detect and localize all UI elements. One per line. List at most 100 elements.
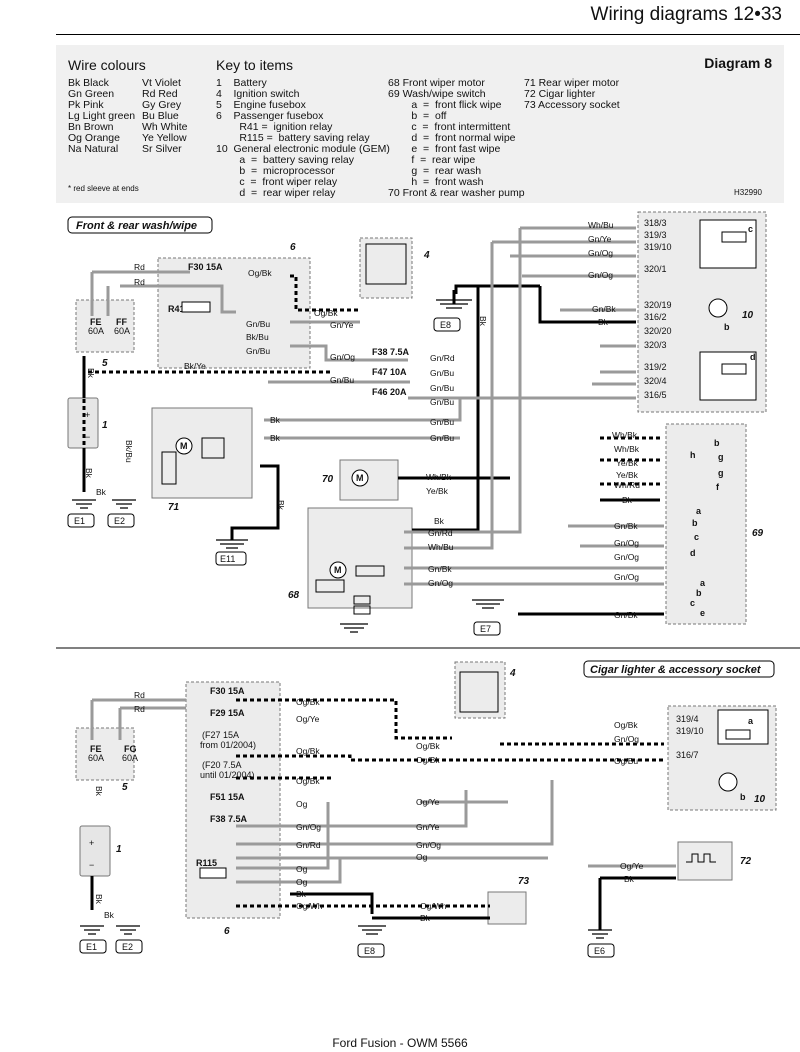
svg-text:F30 15A: F30 15A xyxy=(188,262,223,272)
header-rule xyxy=(56,34,800,35)
wash-wipe-switch-69 xyxy=(665,423,747,625)
section-1-label: Front & rear wash/wipe xyxy=(67,216,213,234)
svg-text:6: 6 xyxy=(290,242,296,253)
svg-text:Bk: Bk xyxy=(96,487,107,497)
svg-text:Gn/Bu: Gn/Bu xyxy=(430,433,454,443)
svg-text:60A: 60A xyxy=(88,326,104,336)
diagram-number: Diagram 8 xyxy=(704,55,772,71)
wires-dashed xyxy=(82,274,664,908)
svg-text:Og: Og xyxy=(296,864,308,874)
svg-text:Wh/Bu: Wh/Bu xyxy=(588,220,614,230)
svg-text:b: b xyxy=(724,322,730,332)
key-list-2: 68 Front wiper motor 69 Wash/wipe switch… xyxy=(388,77,525,199)
svg-text:a: a xyxy=(700,578,706,588)
ground-points xyxy=(72,299,612,939)
svg-text:g: g xyxy=(718,452,724,462)
svg-text:F38 7.5A: F38 7.5A xyxy=(372,347,410,357)
svg-text:71: 71 xyxy=(168,502,180,513)
svg-text:Gn/Ye: Gn/Ye xyxy=(588,234,612,244)
key-list-3: 71 Rear wiper motor 72 Cigar lighter 73 … xyxy=(524,77,620,111)
svg-text:Gn/Rd: Gn/Rd xyxy=(428,528,453,538)
svg-text:Wh/Bk: Wh/Bk xyxy=(614,444,640,454)
svg-text:c: c xyxy=(748,224,753,234)
cigar-lighter-72 xyxy=(677,841,733,881)
svg-text:10: 10 xyxy=(742,310,754,321)
key-title: Key to items xyxy=(216,57,294,73)
svg-text:Rd: Rd xyxy=(134,704,145,714)
svg-text:(F27 15A: (F27 15A xyxy=(202,730,239,740)
svg-text:320/1: 320/1 xyxy=(644,264,667,274)
wire-colours-list-2: Vt Violet Rd Red Gy Grey Bu Blue Wh Whit… xyxy=(142,77,188,155)
svg-text:E8: E8 xyxy=(364,946,375,956)
svg-text:319/10: 319/10 xyxy=(676,726,704,736)
svg-text:Bk: Bk xyxy=(94,894,104,905)
svg-text:Og: Og xyxy=(416,852,428,862)
ignition-switch-4b xyxy=(454,661,506,719)
svg-text:1: 1 xyxy=(116,844,122,855)
svg-text:f: f xyxy=(716,482,720,492)
svg-text:d: d xyxy=(690,548,696,558)
passenger-fusebox-6b xyxy=(185,681,281,919)
svg-text:c: c xyxy=(690,598,695,608)
svg-text:Gn/Ye: Gn/Ye xyxy=(330,320,354,330)
svg-text:F30 15A: F30 15A xyxy=(210,686,245,696)
svg-text:F51 15A: F51 15A xyxy=(210,792,245,802)
svg-text:Bk: Bk xyxy=(104,910,115,920)
svg-text:Gn/Og: Gn/Og xyxy=(614,538,639,548)
svg-text:e: e xyxy=(700,608,705,618)
svg-text:Gn/Bu: Gn/Bu xyxy=(430,368,454,378)
svg-text:Bk: Bk xyxy=(296,889,307,899)
svg-text:Gn/Bu: Gn/Bu xyxy=(330,375,354,385)
svg-text:Og/Bk: Og/Bk xyxy=(416,741,440,751)
svg-text:Gn/Og: Gn/Og xyxy=(416,840,441,850)
svg-text:d: d xyxy=(750,352,756,362)
page-footer: Ford Fusion - OWM 5566 xyxy=(332,1036,468,1050)
svg-text:60A: 60A xyxy=(88,753,104,763)
svg-text:Gn/Og: Gn/Og xyxy=(428,578,453,588)
svg-text:Bk: Bk xyxy=(270,415,281,425)
svg-text:Gn/Bu: Gn/Bu xyxy=(430,417,454,427)
svg-text:5: 5 xyxy=(122,782,128,793)
diagram1-title: Front & rear wash/wipe xyxy=(76,220,197,232)
diagram2-title: Cigar lighter & accessory socket xyxy=(590,664,762,676)
svg-text:E1: E1 xyxy=(86,942,97,952)
svg-text:b: b xyxy=(714,438,720,448)
svg-text:R115: R115 xyxy=(196,858,217,868)
svg-text:Og/Bk: Og/Bk xyxy=(248,268,272,278)
component-texts: M M M +− +− cd ba b hb gg fa bc da bc e xyxy=(85,224,756,870)
svg-text:73: 73 xyxy=(518,876,530,887)
engine-fusebox-5 xyxy=(75,299,135,353)
svg-text:E11: E11 xyxy=(220,554,235,564)
accessory-socket-73 xyxy=(487,891,527,925)
svg-text:5: 5 xyxy=(102,358,108,369)
washer-pump-70 xyxy=(339,459,399,501)
svg-text:c: c xyxy=(694,532,699,542)
page-title: Wiring diagrams 12•33 xyxy=(590,4,782,25)
svg-text:Gn/Og: Gn/Og xyxy=(296,822,321,832)
wire-colours-title: Wire colours xyxy=(68,57,146,73)
svg-text:Gn/Bk: Gn/Bk xyxy=(614,610,638,620)
svg-text:h: h xyxy=(690,450,696,460)
svg-text:E8: E8 xyxy=(440,320,451,330)
svg-text:Gn/Bk: Gn/Bk xyxy=(614,521,638,531)
engine-fusebox-5b xyxy=(75,727,135,781)
svg-text:4: 4 xyxy=(423,250,430,261)
svg-text:68: 68 xyxy=(288,590,300,601)
svg-text:319/2: 319/2 xyxy=(644,362,667,372)
svg-text:Bk: Bk xyxy=(622,495,633,505)
svg-text:Gn/Og: Gn/Og xyxy=(614,734,639,744)
svg-text:Bk/Ye: Bk/Ye xyxy=(184,361,206,371)
svg-text:72: 72 xyxy=(740,856,752,867)
svg-text:Bk: Bk xyxy=(598,317,609,327)
svg-text:Rd: Rd xyxy=(134,262,145,272)
svg-text:E7: E7 xyxy=(480,624,491,634)
svg-text:Bk: Bk xyxy=(94,786,104,797)
svg-text:Bk: Bk xyxy=(434,516,445,526)
svg-text:Og/Wh: Og/Wh xyxy=(420,901,447,911)
svg-text:Og/Wh: Og/Wh xyxy=(296,901,323,911)
svg-text:−: − xyxy=(89,860,94,870)
